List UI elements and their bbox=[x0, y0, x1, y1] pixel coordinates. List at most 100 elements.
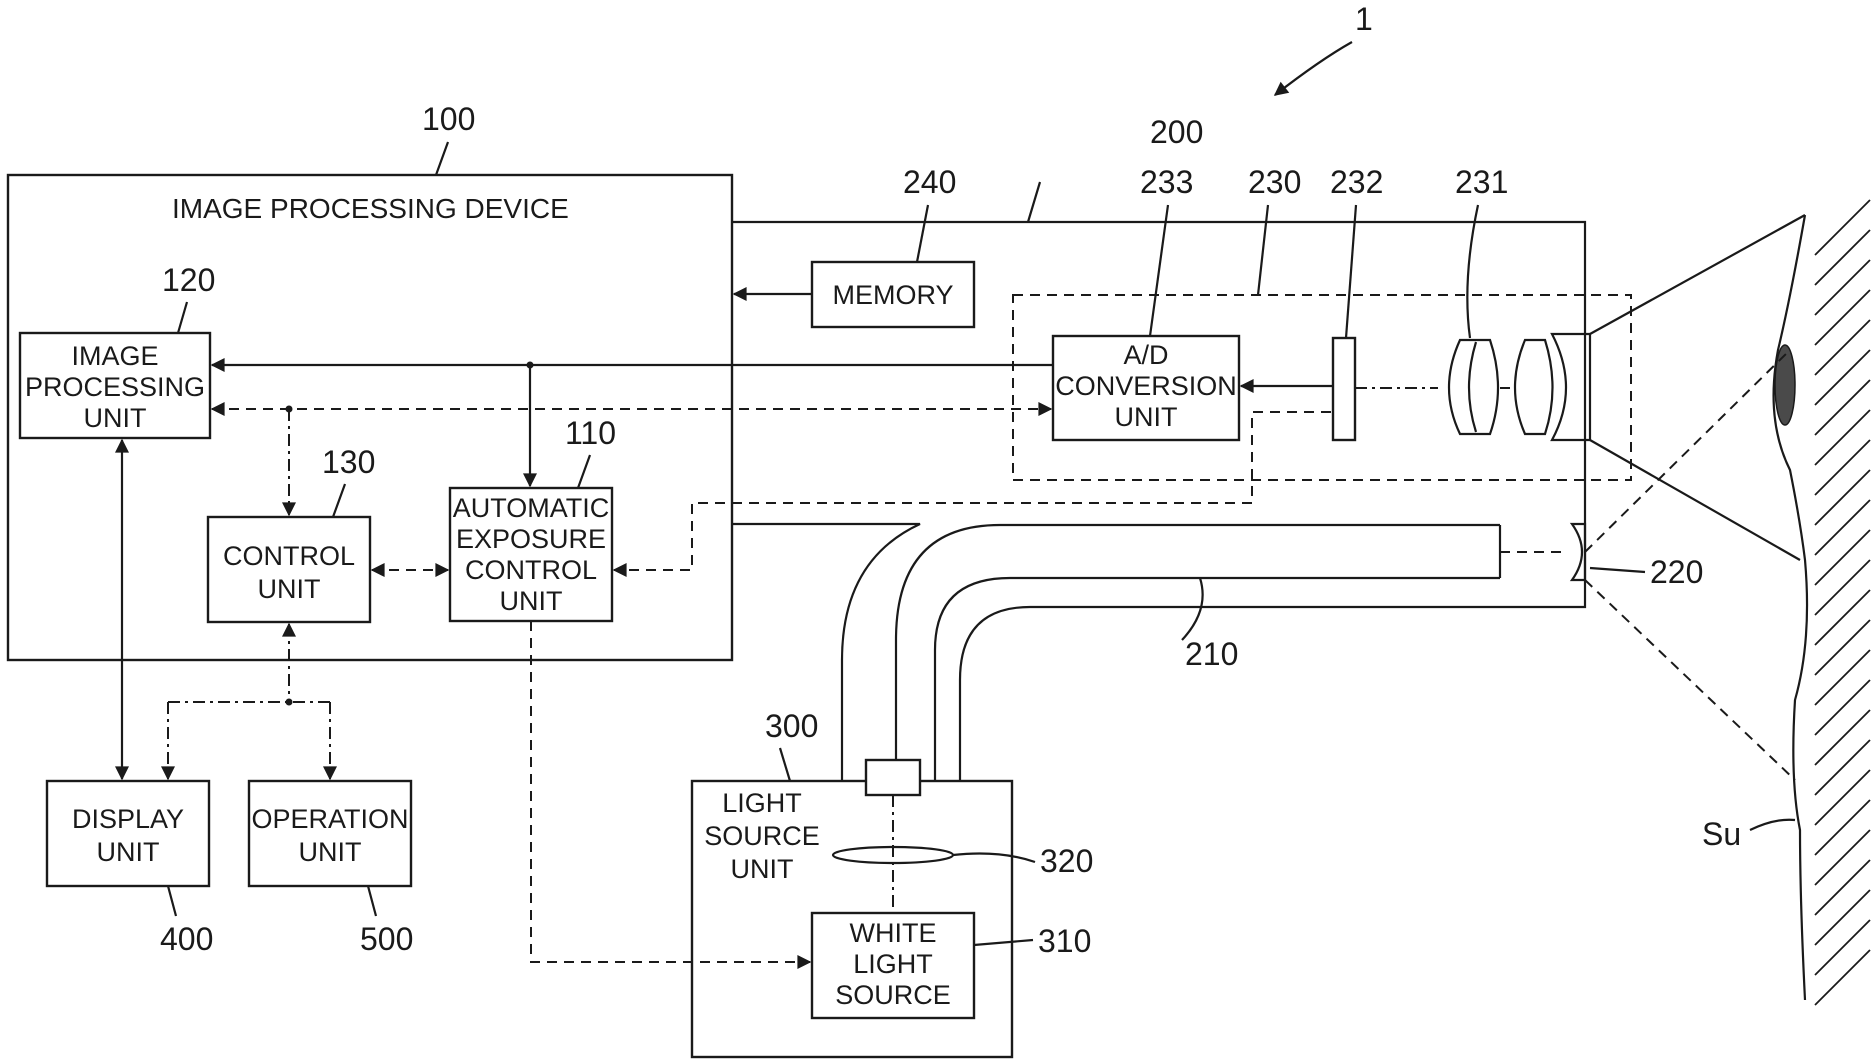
hatch-line bbox=[1815, 350, 1870, 405]
aec-line-1: AUTOMATIC bbox=[453, 493, 610, 523]
system-leader bbox=[1275, 42, 1352, 95]
memory-number: 240 bbox=[903, 164, 956, 200]
ad-leader bbox=[1150, 205, 1168, 336]
endoscope-number: 200 bbox=[1150, 114, 1203, 150]
lsu-leader bbox=[780, 748, 790, 781]
auto-exposure-number: 110 bbox=[565, 415, 616, 451]
hatch-line bbox=[1815, 740, 1870, 795]
aec-line-3: CONTROL bbox=[465, 555, 597, 585]
system-number: 1 bbox=[1355, 1, 1373, 37]
condenser-lens-number: 320 bbox=[1040, 843, 1093, 879]
lsu-line-1: LIGHT bbox=[722, 788, 802, 818]
memory-label: MEMORY bbox=[832, 280, 953, 310]
system-reference: 1 bbox=[1275, 1, 1373, 95]
objective-lens: 231 bbox=[1355, 164, 1590, 440]
hatch-line bbox=[1815, 290, 1870, 345]
objective-lens-leader bbox=[1467, 205, 1478, 338]
image-processing-device-label: IMAGE PROCESSING DEVICE bbox=[172, 193, 569, 224]
lesion bbox=[1775, 345, 1795, 425]
hatch-line bbox=[1815, 620, 1870, 675]
operation-line-2: UNIT bbox=[299, 837, 362, 867]
endoscope: 200 210 bbox=[732, 114, 1585, 781]
fov-bottom bbox=[1590, 440, 1800, 560]
image-processing-unit-number: 120 bbox=[162, 262, 215, 298]
light-guide-number: 210 bbox=[1185, 636, 1238, 672]
illumination-lens: 220 bbox=[1500, 524, 1703, 590]
hatch-line bbox=[1815, 470, 1870, 525]
aec-line-2: EXPOSURE bbox=[456, 524, 606, 554]
subject: Su bbox=[1585, 200, 1870, 1005]
illumination-lens-shape bbox=[1572, 524, 1585, 580]
control-line-1: CONTROL bbox=[223, 541, 355, 571]
light-source-unit: LIGHT SOURCE UNIT 300 320 WHITE LIGHT SO… bbox=[692, 708, 1093, 1057]
display-unit-number: 400 bbox=[160, 921, 213, 957]
light-guide-connector bbox=[866, 760, 920, 795]
ipu-line-2: PROCESSING bbox=[25, 372, 205, 402]
wls-line-3: SOURCE bbox=[835, 980, 951, 1010]
hatch-line bbox=[1815, 230, 1870, 285]
hatch-line bbox=[1815, 320, 1870, 375]
ipu-line-3: UNIT bbox=[84, 403, 147, 433]
display-leader bbox=[168, 886, 176, 916]
ipu-line-1: IMAGE bbox=[71, 341, 158, 371]
ad-line-1: A/D bbox=[1123, 340, 1168, 370]
hatch-line bbox=[1815, 260, 1870, 315]
ad-line-2: CONVERSION bbox=[1055, 371, 1237, 401]
display-line-2: UNIT bbox=[97, 837, 160, 867]
control-unit-number: 130 bbox=[322, 444, 375, 480]
lens-element-2 bbox=[1515, 340, 1553, 434]
hatch-line bbox=[1815, 410, 1870, 465]
image-sensor: 232 bbox=[1241, 164, 1383, 440]
operation-leader bbox=[368, 886, 376, 916]
wls-line-1: WHITE bbox=[850, 918, 937, 948]
hatch-line bbox=[1815, 860, 1870, 915]
hatch-line bbox=[1815, 950, 1870, 1005]
operation-line-1: OPERATION bbox=[251, 804, 408, 834]
ad-conversion-number: 233 bbox=[1140, 164, 1193, 200]
hatch-line bbox=[1815, 560, 1870, 615]
memory-leader bbox=[917, 205, 928, 262]
imaging-unit-leader bbox=[1258, 205, 1268, 295]
operation-unit: OPERATION UNIT 500 bbox=[249, 781, 413, 957]
hatch-line bbox=[1815, 200, 1870, 255]
lsu-line-3: UNIT bbox=[731, 854, 794, 884]
hatch-line bbox=[1815, 710, 1870, 765]
hatch-line bbox=[1815, 920, 1870, 975]
white-light-number: 310 bbox=[1038, 923, 1091, 959]
tissue-hatching bbox=[1815, 200, 1870, 1005]
memory: MEMORY 240 bbox=[734, 164, 974, 327]
objective-lens-number: 231 bbox=[1455, 164, 1508, 200]
aec-line-4: UNIT bbox=[500, 586, 563, 616]
image-sensor-leader bbox=[1346, 205, 1356, 338]
ad-line-3: UNIT bbox=[1115, 402, 1178, 432]
display-unit: DISPLAY UNIT 400 bbox=[47, 781, 213, 957]
control-line-2: UNIT bbox=[258, 574, 321, 604]
subject-label: Su bbox=[1702, 816, 1741, 852]
endoscope-leader bbox=[1028, 182, 1040, 222]
hatch-line bbox=[1815, 680, 1870, 735]
image-sensor-box bbox=[1333, 338, 1355, 440]
ad-conversion-unit: A/D CONVERSION UNIT 233 bbox=[1053, 164, 1239, 440]
hatch-line bbox=[1815, 800, 1870, 855]
endoscope-body-lower bbox=[732, 524, 920, 781]
wls-line-2: LIGHT bbox=[853, 949, 933, 979]
subject-surface bbox=[1774, 215, 1807, 1000]
image-sensor-number: 232 bbox=[1330, 164, 1383, 200]
hatch-line bbox=[1815, 380, 1870, 435]
hatch-line bbox=[1815, 770, 1870, 825]
operation-unit-number: 500 bbox=[360, 921, 413, 957]
fov-top bbox=[1590, 215, 1805, 334]
lens-element-1-inner bbox=[1469, 342, 1476, 432]
hatch-line bbox=[1815, 500, 1870, 555]
hatch-line bbox=[1815, 830, 1870, 885]
light-source-number: 300 bbox=[765, 708, 818, 744]
image-processing-device-number: 100 bbox=[422, 101, 475, 137]
imaging-unit-number: 230 bbox=[1248, 164, 1301, 200]
illumination-lens-leader bbox=[1590, 568, 1645, 572]
hatch-line bbox=[1815, 440, 1870, 495]
illumination-bottom bbox=[1585, 580, 1795, 780]
light-guide-leader bbox=[1182, 578, 1203, 640]
device-leader bbox=[436, 142, 448, 175]
illumination-top bbox=[1585, 350, 1790, 552]
